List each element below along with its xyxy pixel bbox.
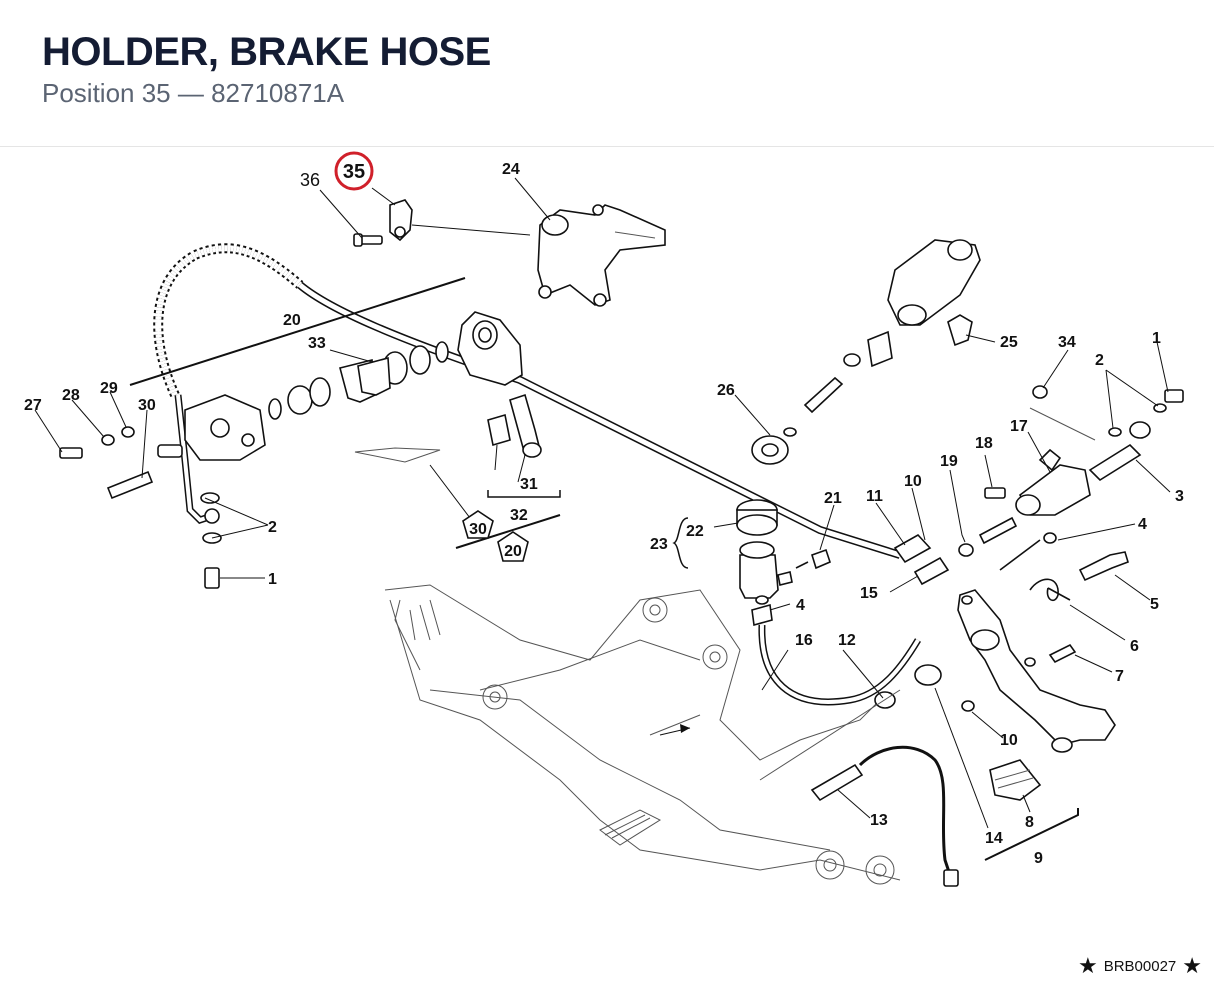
exploded-parts-diagram: 36 35 24 20 33 25 34 1 2 26 27 28 29 30 … [24,151,1184,887]
callout-9: 9 [1034,850,1043,867]
callout-2-left: 2 [268,519,277,536]
callout-8: 8 [1025,814,1034,831]
brake-pedal [957,589,1116,753]
brake-hose [153,243,902,559]
rear-caliper [157,394,266,461]
kit-pentagon-30 [462,510,494,539]
master-cylinder [751,239,981,465]
brake-pads [339,356,391,403]
master-cylinder-bracket [537,204,666,307]
callout-28: 28 [62,387,80,404]
switch-boot [989,759,1042,801]
callout-16: 16 [795,632,813,649]
callout-2-right: 2 [1095,352,1104,369]
callout-27: 27 [24,397,42,414]
highlight-ring [334,151,374,191]
callout-4-left: 4 [796,597,805,614]
callout-29: 29 [100,380,118,397]
pad-spring [354,447,441,463]
star-icon: ★ [1077,953,1098,978]
footer: ★ BRB00027 ★ [1078,955,1202,977]
callout-21: 21 [824,490,842,507]
callout-13: 13 [870,812,888,829]
brake-fluid-reservoir [736,499,793,605]
footrest-bracket [384,584,901,885]
page-subtitle: Position 35 — 82710871A [42,78,345,108]
callout-30-kit: 30 [469,521,487,538]
pushrod-assembly [1015,385,1184,516]
callout-31: 31 [520,476,538,493]
diagram-code: BRB00027 [1103,957,1177,975]
callout-23: 23 [650,536,668,553]
callout-1-top: 1 [1152,330,1161,347]
stop-light-switch [759,689,959,887]
kit-pentagon-20 [497,531,529,562]
page-title: HOLDER, BRAKE HOSE [42,30,491,74]
callout-5: 5 [1150,596,1159,613]
callout-17: 17 [1010,418,1028,435]
callout-18: 18 [975,435,993,452]
header: HOLDER, BRAKE HOSE Position 35 — 8271087… [0,0,1214,147]
callout-6: 6 [1130,638,1139,655]
callout-11: 11 [866,488,883,505]
star-icon: ★ [1182,953,1202,978]
callout-34: 34 [1058,334,1076,351]
callout-36: 36 [300,170,320,190]
callout-19: 19 [940,453,958,470]
callout-32: 32 [510,507,528,524]
callout-10-bottom: 10 [1000,732,1018,749]
callout-20-kit: 20 [504,543,522,560]
callout-24: 24 [502,161,520,178]
callout-30-left: 30 [138,397,156,414]
callout-1-left: 1 [268,571,277,588]
callout-25: 25 [1000,334,1018,351]
callout-4-right: 4 [1138,516,1147,533]
pedal-bushing [914,664,942,686]
callout-14: 14 [985,830,1003,847]
callout-7: 7 [1115,668,1124,685]
callout-33: 33 [308,335,326,352]
leader-lines [34,177,1171,861]
callout-12: 12 [838,632,856,649]
small-hardware [59,393,1129,712]
holder-bolt [353,233,383,247]
callout-35: 35 [343,161,365,183]
callout-20-top: 20 [283,312,301,329]
caliper-pistons [268,341,449,420]
callout-3: 3 [1175,488,1184,505]
brake-hose-holder [389,199,413,242]
caliper-bracket [457,311,523,386]
callout-15: 15 [860,585,878,602]
callout-22: 22 [686,523,704,540]
callout-labels: 36 35 24 20 33 25 34 1 2 26 27 28 29 30 … [24,151,1184,867]
callout-26: 26 [717,382,735,399]
callout-10-top: 10 [904,473,922,490]
